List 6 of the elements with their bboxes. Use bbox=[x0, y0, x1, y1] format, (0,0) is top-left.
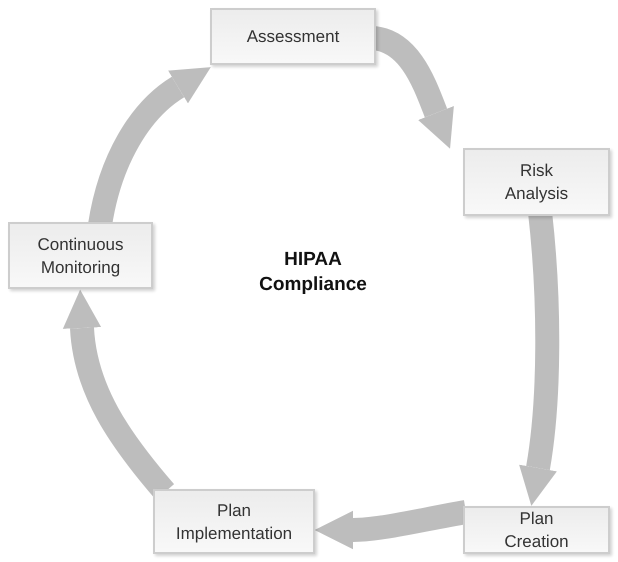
center-title: HIPAA Compliance bbox=[258, 248, 368, 297]
process-box: Plan Creation bbox=[463, 506, 610, 554]
process-box: Plan Implementation bbox=[153, 489, 315, 554]
process-box: Risk Analysis bbox=[463, 148, 610, 216]
process-box: Continuous Monitoring bbox=[8, 222, 153, 289]
process-box: Assessment bbox=[210, 8, 376, 65]
